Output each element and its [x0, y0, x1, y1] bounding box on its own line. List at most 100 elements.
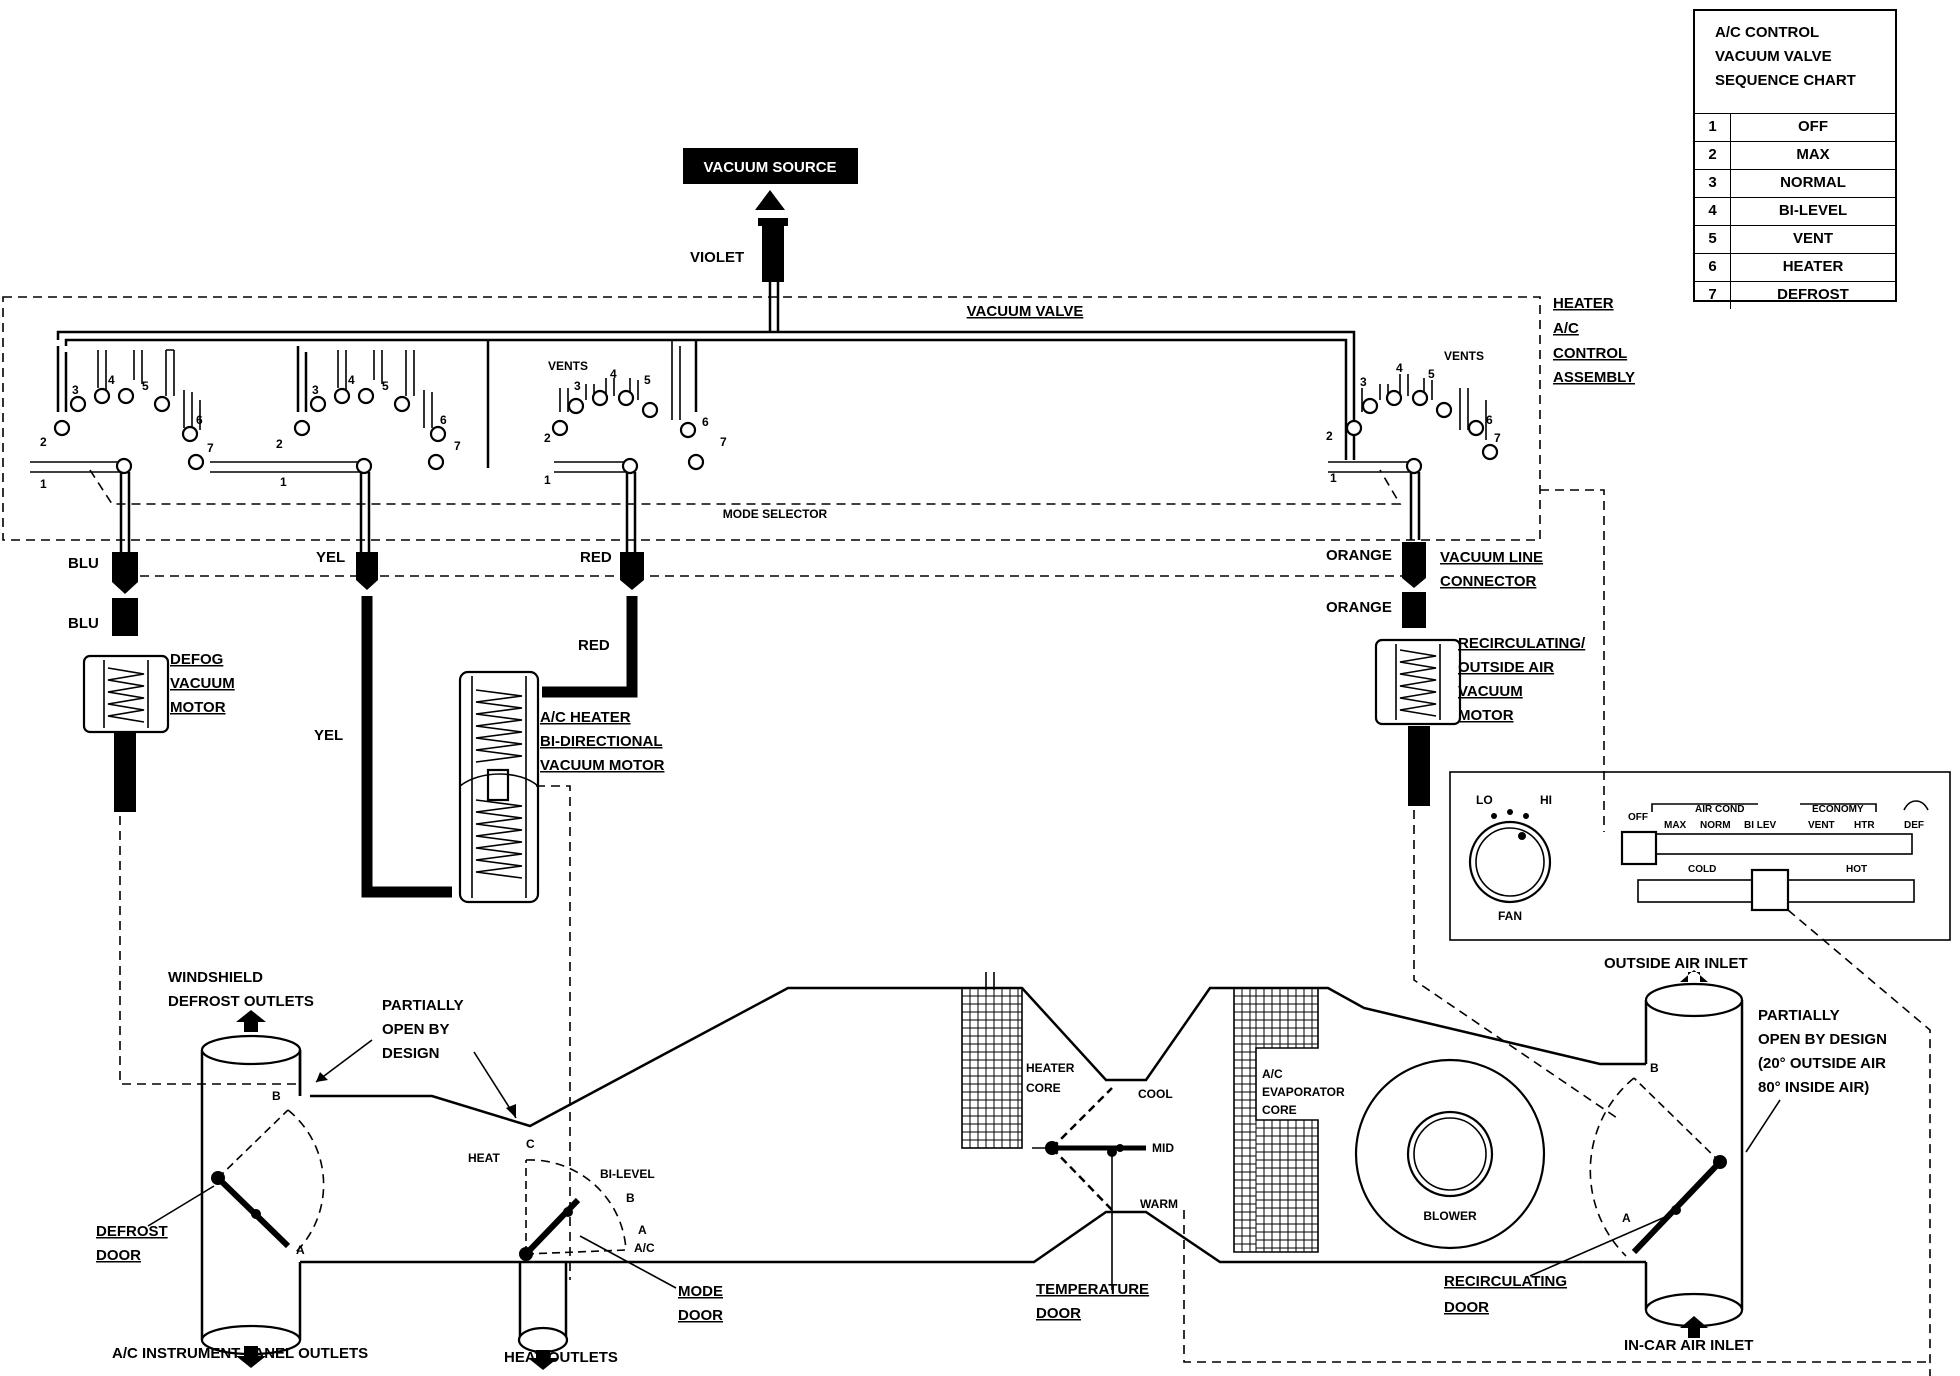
bank4-port-6	[1467, 419, 1485, 437]
temp-door-end	[1116, 1144, 1124, 1152]
temp-door-line-1: TEMPERATURE	[1036, 1281, 1149, 1298]
bank2-num-3: 3	[312, 383, 319, 397]
evap-line-3: CORE	[1262, 1103, 1297, 1117]
evap-line-2: EVAPORATOR	[1262, 1085, 1345, 1099]
bank3-selector-bar	[554, 461, 630, 473]
recirc-door-link	[1671, 1205, 1681, 1215]
defrost-icon	[1903, 800, 1929, 811]
windshield-outlet-ellipse	[200, 1034, 302, 1066]
mode-door-arc	[525, 1159, 627, 1251]
sequence-row-number: 1	[1695, 114, 1731, 141]
yel-label-lower: YEL	[314, 727, 343, 744]
control-assembly-line-4: ASSEMBLY	[1553, 369, 1635, 386]
sequence-row-label: VENT	[1792, 230, 1833, 247]
bank1-port-6	[181, 425, 199, 443]
bank1-stem	[56, 346, 68, 412]
recirc-door-alt	[1633, 1077, 1721, 1163]
valve-bank-4: VENTS 2 3 4 5 6 7 1	[1326, 349, 1501, 540]
bidir-linkage	[536, 785, 571, 1280]
violet-hose	[762, 220, 784, 282]
bank4-port-5	[1411, 389, 1429, 407]
violet-hose-cap	[758, 218, 788, 226]
mode-selector-link	[89, 469, 1402, 505]
right-inlet-tube	[1644, 1000, 1744, 1310]
mode-selector-label: MODE SELECTOR	[723, 507, 828, 521]
heater-core: HEATER CORE	[961, 972, 1075, 1149]
sequence-row-label: DEFROST	[1777, 286, 1849, 303]
bank1-port-4	[93, 387, 111, 405]
blu-hose-lower	[112, 598, 138, 636]
bank1-num-7: 7	[207, 441, 214, 455]
bank4-num-4: 4	[1396, 361, 1403, 375]
blower-label: BLOWER	[1423, 1209, 1477, 1223]
sequence-row-label: NORMAL	[1780, 174, 1846, 191]
heater-core-grid	[961, 987, 1022, 1149]
vacuum-source: VACUUM SOURCE VIOLET	[683, 148, 858, 332]
control-panel-frame	[1449, 771, 1951, 941]
heat-outlet-tube	[518, 1262, 568, 1340]
ip-outlets-label: A/C INSTRUMENT PANEL OUTLETS	[112, 1345, 368, 1362]
bank3-num-4: 4	[610, 367, 617, 381]
sequence-row-number: 6	[1695, 254, 1731, 281]
bank1-port-2	[53, 419, 71, 437]
bank4-outlet	[1409, 472, 1421, 540]
fan-knob[interactable]	[1468, 820, 1552, 904]
sequence-row-label: HEATER	[1782, 258, 1844, 275]
defrost-door-link	[251, 1209, 261, 1219]
defrost-door-pivot	[211, 1171, 225, 1185]
bank4-num-2: 2	[1326, 429, 1333, 443]
mode-bilev: BI LEV	[1744, 820, 1777, 831]
sequence-row-number: 7	[1695, 282, 1731, 309]
vacuum-source-label: VACUUM SOURCE	[703, 159, 836, 176]
partial-left-leader-1	[315, 1039, 373, 1083]
temp-slider-knob[interactable]	[1750, 868, 1790, 912]
temp-door-pivot	[1045, 1141, 1059, 1155]
bank4-ports-b	[1459, 388, 1487, 440]
recirc-line-1: RECIRCULATING/	[1458, 635, 1586, 652]
red-hose	[542, 596, 638, 698]
blu-connector-tip	[112, 582, 138, 594]
defrost-door-alt	[217, 1109, 289, 1179]
partial-left-line-2: OPEN BY	[382, 1021, 450, 1038]
mode-max: MAX	[1664, 820, 1687, 831]
recirc-vacuum-motor: RECIRCULATING/ OUTSIDE AIR VACUUM MOTOR	[1374, 635, 1621, 1121]
mode-door-line-2: DOOR	[678, 1307, 723, 1324]
bank4-selector-bar	[1328, 461, 1414, 473]
bank3-num-1: 1	[544, 473, 551, 487]
bank4-selector-pivot	[1405, 457, 1423, 475]
fan-tick-1	[1491, 813, 1497, 819]
defrost-door-line-2: DOOR	[96, 1247, 141, 1264]
temp-door-cool	[1051, 1087, 1113, 1149]
mode-htr: HTR	[1854, 820, 1875, 831]
heat-outlets-label: HEAT OUTLETS	[504, 1349, 618, 1366]
defog-line-3: MOTOR	[170, 699, 226, 716]
mode-door-alt-ac	[525, 1249, 627, 1255]
bank1-port-5b	[153, 395, 171, 413]
recirc-door-b: B	[1650, 1061, 1659, 1075]
bank4-num-3: 3	[1360, 375, 1367, 389]
bank2-num-1: 1	[280, 475, 287, 489]
bidir-line-3: VACUUM MOTOR	[540, 757, 665, 774]
mode-slider-track[interactable]	[1635, 833, 1913, 855]
bidir-diaphragm	[459, 773, 539, 787]
vacuum-line-connector-label: VACUUM LINE CONNECTOR	[1440, 549, 1543, 590]
orange-label-upper: ORANGE	[1326, 547, 1392, 564]
bank3-num-3: 3	[574, 379, 581, 393]
fan-label: FAN	[1498, 909, 1522, 923]
fan-lo-label: LO	[1476, 793, 1493, 807]
sequence-row: 6 HEATER	[1695, 253, 1895, 281]
bank3-num-7: 7	[720, 435, 727, 449]
yel-label-upper: YEL	[316, 549, 345, 566]
recirc-motor-rod	[1408, 726, 1430, 806]
blu-label-lower: BLU	[68, 615, 99, 632]
red-label-lower: RED	[578, 637, 610, 654]
bank2-ports-c	[423, 390, 433, 428]
bank4-port-2	[1345, 419, 1363, 437]
duct-bottom-edge	[300, 1210, 1646, 1264]
mode-slider-knob[interactable]	[1620, 830, 1658, 866]
